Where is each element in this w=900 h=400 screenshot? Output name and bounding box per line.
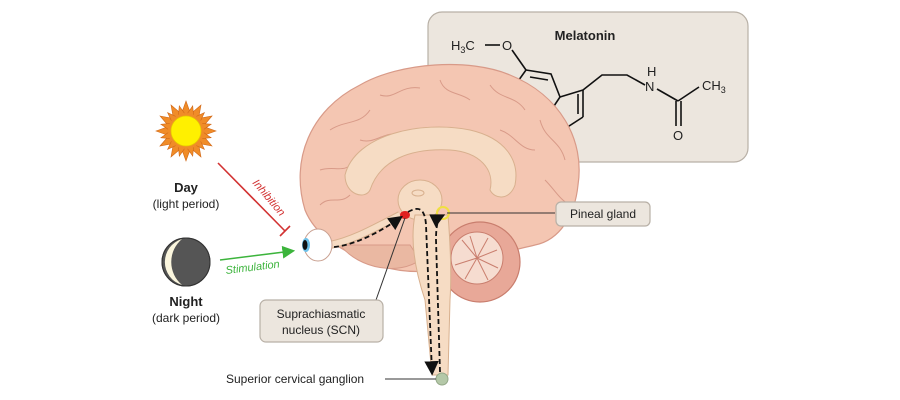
scn-label-line1: Suprachiasmatic bbox=[277, 307, 366, 321]
methyl-label: CH3 bbox=[702, 78, 726, 95]
thalamus-detail bbox=[411, 189, 425, 197]
bond bbox=[677, 86, 700, 102]
amide-n-label: N bbox=[645, 79, 654, 94]
scn-label-line2: nucleus (SCN) bbox=[282, 323, 360, 337]
night-title: Night bbox=[169, 294, 203, 309]
scn-leader-line bbox=[375, 217, 406, 301]
stimulation-label: Stimulation bbox=[225, 258, 280, 277]
brainstem bbox=[412, 214, 452, 376]
temporal-lobe bbox=[338, 244, 421, 269]
inhibition-label: Inhibition bbox=[250, 177, 288, 218]
brain-illustration bbox=[299, 63, 580, 376]
cerebellum bbox=[439, 221, 521, 303]
ethyl-chain bbox=[582, 74, 646, 91]
eye-icon bbox=[302, 228, 333, 262]
corpus-callosum bbox=[344, 126, 517, 198]
ganglion-marker bbox=[435, 372, 449, 386]
scn-label-box bbox=[259, 299, 384, 343]
day-subtitle: (light period) bbox=[153, 197, 220, 211]
melatonin-title: Melatonin bbox=[555, 28, 616, 43]
day-title: Day bbox=[174, 180, 199, 195]
stimulation-arrow bbox=[219, 245, 296, 261]
bond bbox=[511, 49, 527, 71]
bond bbox=[656, 88, 679, 102]
night-subtitle: (dark period) bbox=[152, 311, 220, 325]
sun-icon bbox=[155, 100, 217, 162]
pineal-label: Pineal gland bbox=[570, 207, 636, 221]
pineal-label-box bbox=[555, 201, 651, 227]
inhibition-bar bbox=[279, 225, 291, 237]
amide-h-label: H bbox=[647, 64, 656, 79]
carbonyl-o-label: O bbox=[673, 128, 683, 143]
neural-pathway bbox=[333, 208, 446, 376]
methoxy-oxygen-label: O bbox=[502, 38, 512, 53]
moon-icon bbox=[161, 237, 211, 287]
methoxy-methyl-label: H3C bbox=[451, 38, 475, 55]
ganglion-label: Superior cervical ganglion bbox=[226, 372, 364, 386]
inhibition-arrow bbox=[217, 162, 286, 232]
